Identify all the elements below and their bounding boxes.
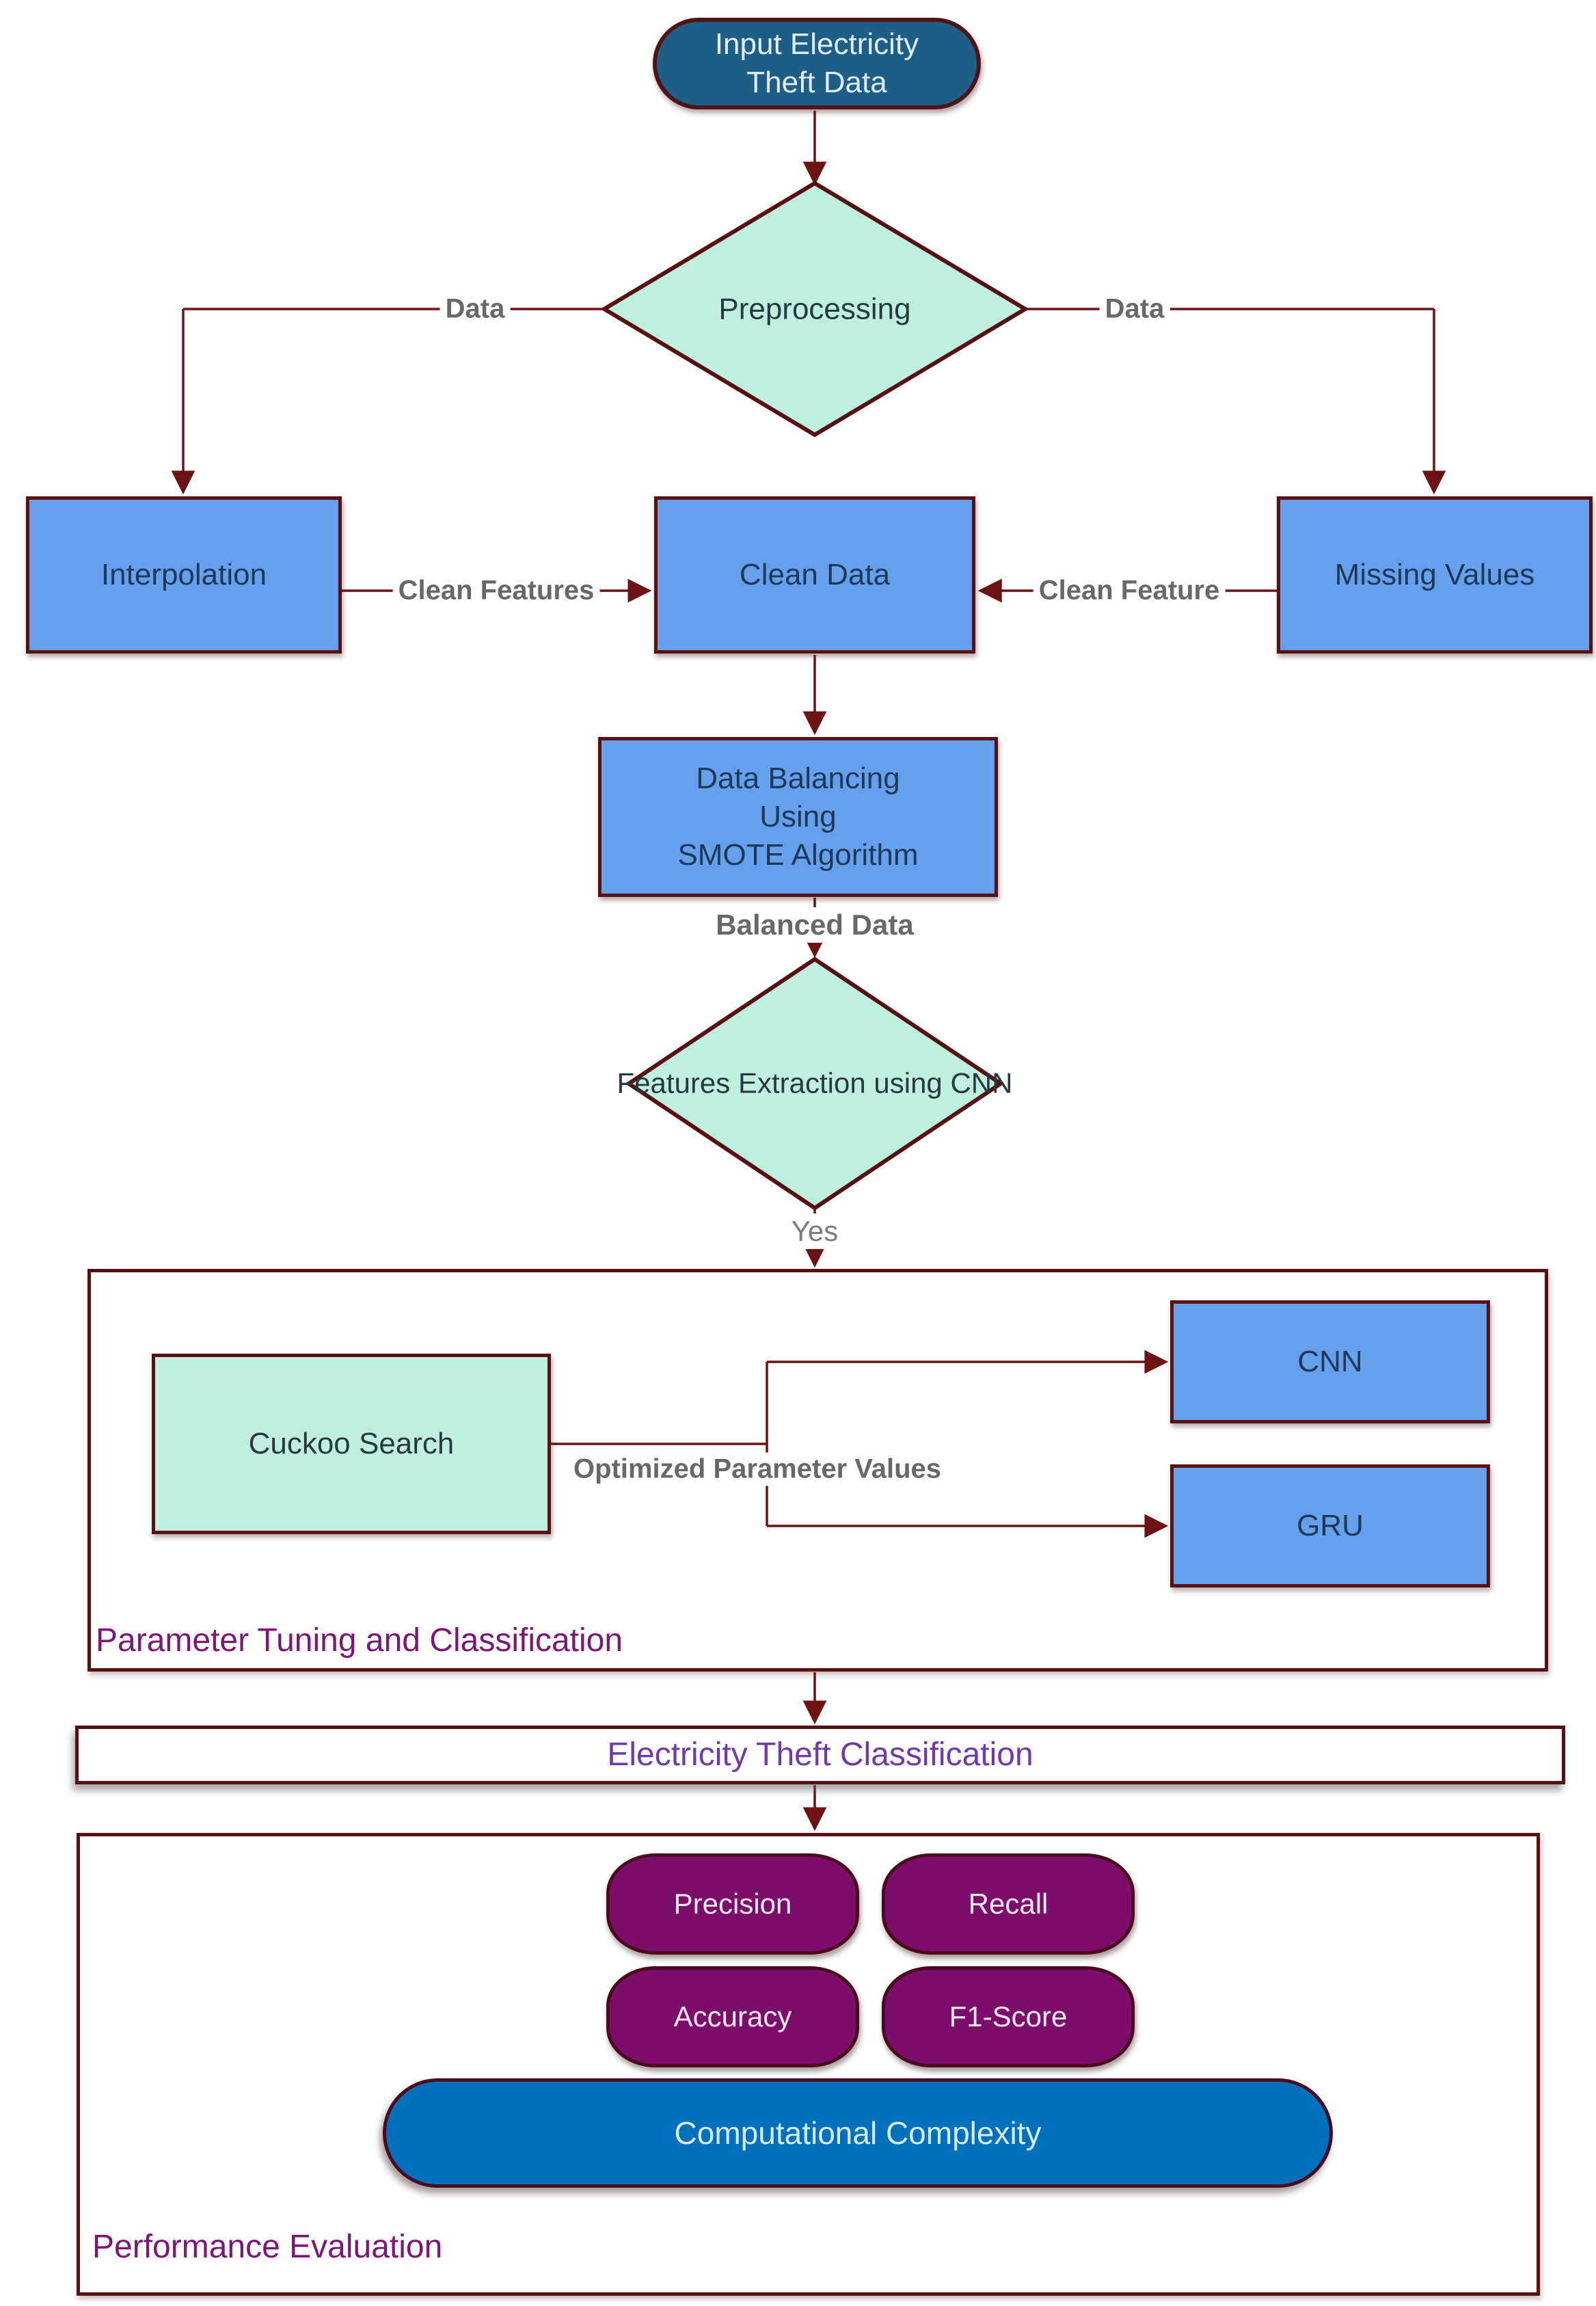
- f1-score-pill: F1-Score: [882, 1966, 1135, 2067]
- cuckoo-search-label: Cuckoo Search: [248, 1426, 455, 1460]
- gru-label: GRU: [1297, 1508, 1364, 1542]
- parameter-tuning-section-label: Parameter Tuning and Classification: [96, 1622, 623, 1659]
- cuckoo-search-box: Cuckoo Search: [152, 1354, 551, 1534]
- edge-label-optimized-parameter-values: Optimized Parameter Values: [567, 1452, 947, 1486]
- features-decision-label: Features Extraction using CNN: [617, 1065, 1013, 1103]
- computational-complexity-label: Computational Complexity: [674, 2115, 1042, 2151]
- edge-label-data-right: Data: [1099, 292, 1170, 326]
- clean-data-box: Clean Data: [654, 496, 975, 654]
- missing-values-box: Missing Values: [1277, 496, 1593, 654]
- edge-label-clean-feature: Clean Feature: [1033, 574, 1226, 608]
- edge-label-clean-features: Clean Features: [392, 574, 600, 608]
- accuracy-pill: Accuracy: [606, 1966, 859, 2067]
- smote-box: Data Balancing Using SMOTE Algorithm: [598, 737, 998, 897]
- accuracy-label: Accuracy: [673, 2000, 792, 2033]
- features-line3: CNN: [950, 1067, 1013, 1099]
- edge-label-data-left: Data: [439, 292, 511, 326]
- input-data-line2: Theft Data: [746, 66, 887, 99]
- electricity-theft-classification-label: Electricity Theft Classification: [607, 1737, 1033, 1773]
- cnn-box: CNN: [1170, 1300, 1490, 1423]
- interpolation-box: Interpolation: [26, 496, 342, 654]
- features-line1: Features: [617, 1067, 731, 1099]
- preprocessing-diamond-shape: [600, 180, 1029, 438]
- precision-label: Precision: [673, 1888, 792, 1920]
- clean-data-label: Clean Data: [739, 557, 891, 591]
- input-data-line1: Input Electricity: [714, 27, 919, 61]
- features-line2: Extraction using: [738, 1067, 943, 1099]
- input-data-terminator: Input Electricity Theft Data: [653, 18, 981, 109]
- recall-label: Recall: [968, 1888, 1049, 1920]
- cnn-label: CNN: [1297, 1344, 1363, 1378]
- electricity-theft-classification-bar: Electricity Theft Classification: [75, 1726, 1565, 1784]
- recall-pill: Recall: [882, 1853, 1135, 1955]
- smote-line1: Data Balancing: [696, 761, 900, 795]
- performance-evaluation-section-label: Performance Evaluation: [92, 2229, 443, 2265]
- f1-score-label: F1-Score: [949, 2000, 1068, 2033]
- edge-label-balanced-data: Balanced Data: [710, 907, 919, 943]
- computational-complexity-pill: Computational Complexity: [383, 2078, 1333, 2188]
- smote-line2: Using: [759, 799, 837, 833]
- parameter-tuning-container: [87, 1269, 1548, 1672]
- interpolation-label: Interpolation: [100, 557, 267, 591]
- precision-pill: Precision: [606, 1853, 859, 1955]
- preprocessing-decision-label: Preprocessing: [718, 292, 911, 326]
- edge-label-yes: Yes: [785, 1214, 844, 1249]
- smote-line3: SMOTE Algorithm: [677, 838, 919, 872]
- missing-values-label: Missing Values: [1334, 557, 1535, 591]
- features-diamond-shape: [625, 956, 1005, 1211]
- gru-box: GRU: [1170, 1464, 1490, 1587]
- performance-evaluation-container: [77, 1833, 1540, 2296]
